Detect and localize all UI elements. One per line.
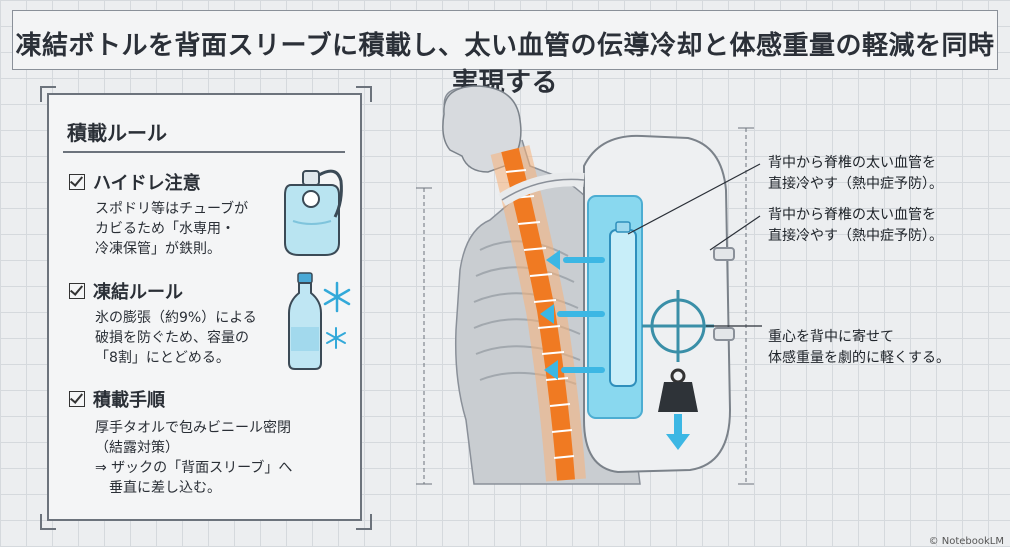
corner-bracket bbox=[40, 86, 56, 102]
panel-divider bbox=[63, 151, 345, 153]
frozen-bottle bbox=[609, 229, 637, 387]
annotation-spine-cooling-1: 背中から脊椎の太い血管を 直接冷やす（熱中症予防）。 bbox=[768, 155, 943, 192]
panel-heading: 積載ルール bbox=[67, 121, 167, 145]
section-heading-text: 凍結ルール bbox=[93, 282, 183, 303]
section-text-procedure: 厚手タオルで包みビニール密閉 （結露対策） ⇒ ザックの「背面スリーブ」へ 垂直… bbox=[95, 420, 293, 496]
corner-bracket bbox=[356, 514, 372, 530]
target-icon bbox=[642, 290, 714, 362]
checkbox-icon bbox=[69, 283, 85, 299]
section-text-freezing: 氷の膨張（約9%）による 破損を防ぐため、容量の 「8割」にとどめる。 bbox=[95, 310, 257, 366]
snowflake-icon bbox=[323, 281, 351, 313]
corner-bracket bbox=[40, 514, 56, 530]
snowflake-icon bbox=[326, 327, 346, 349]
down-arrow-icon bbox=[666, 414, 690, 450]
section-heading-freezing: 凍結ルール bbox=[69, 278, 183, 304]
checkbox-icon bbox=[69, 391, 85, 407]
anatomy-backpack-illustration bbox=[416, 85, 762, 485]
section-heading-text: 積載手順 bbox=[93, 390, 165, 411]
skull bbox=[442, 85, 522, 173]
section-text-hydration: スポドリ等はチューブが カビるため「水専用・ 冷凍保管」が鉄則。 bbox=[95, 201, 249, 257]
corner-bracket bbox=[356, 86, 372, 102]
watermark: © NotebookLM bbox=[928, 536, 1004, 547]
section-heading-text: ハイドレ注意 bbox=[93, 173, 201, 194]
page-title: 凍結ボトルを背面スリーブに積載し、太い血管の伝導冷却と体感重量の軽減を同時実現す… bbox=[15, 31, 995, 98]
annotation-center-of-gravity: 重心を背中に寄せて 体感重量を劇的に軽くする。 bbox=[768, 329, 950, 366]
checkbox-icon bbox=[69, 174, 85, 190]
weight-icon bbox=[658, 368, 698, 412]
title-bar: 凍結ボトルを背面スリーブに積載し、太い血管の伝導冷却と体感重量の軽減を同時実現す… bbox=[12, 10, 998, 98]
cooling-arrows bbox=[557, 257, 605, 373]
section-heading-hydration: ハイドレ注意 bbox=[69, 169, 201, 195]
section-heading-procedure: 積載手順 bbox=[69, 386, 165, 412]
water-bottle-icon bbox=[288, 272, 322, 370]
loading-rules-panel: 積載ルール ハイドレ注意 スポドリ等はチューブが カビるため「水専用・ 冷凍保管… bbox=[47, 93, 362, 521]
hydration-bladder-icon bbox=[284, 169, 343, 256]
annotation-spine-cooling-2: 背中から脊椎の太い血管を 直接冷やす（熱中症予防）。 bbox=[768, 207, 943, 244]
